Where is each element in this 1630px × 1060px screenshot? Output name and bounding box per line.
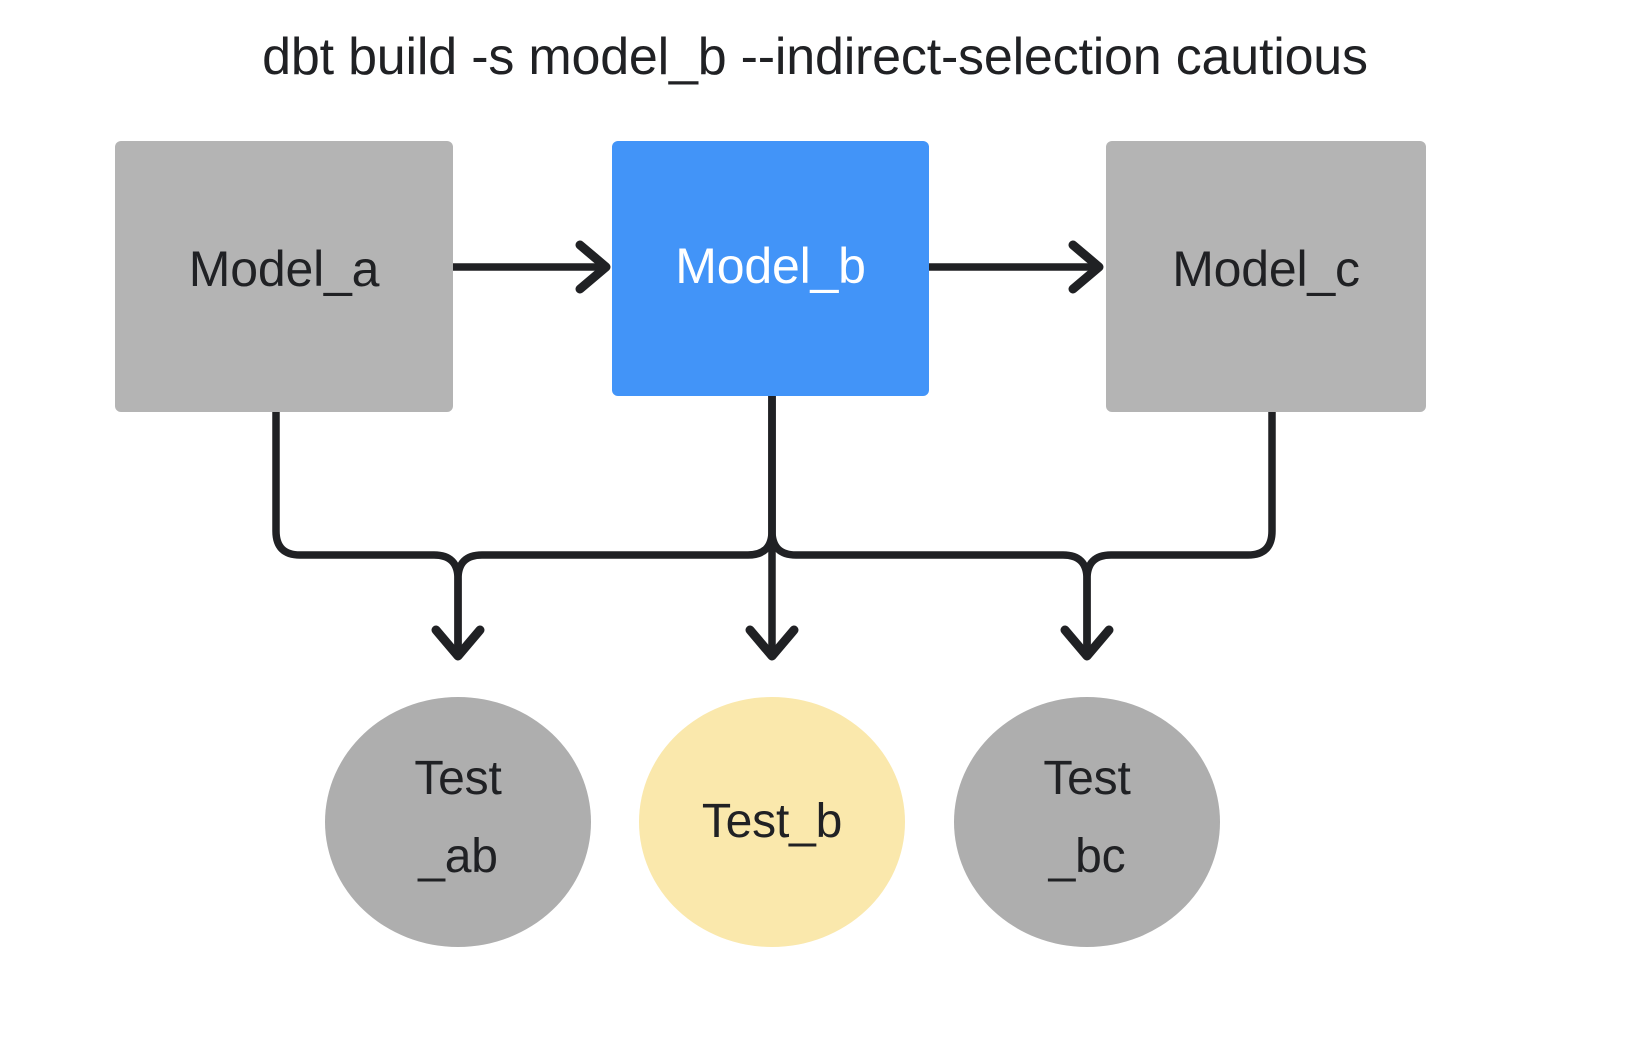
node-model-c[interactable]: Model_c	[1106, 141, 1426, 412]
edge-model-b-to-model-c	[929, 240, 1104, 294]
node-test-b-label: Test_b	[701, 795, 843, 848]
edge-line	[272, 412, 462, 652]
diagram-title: dbt build -s model_b --indirect-selectio…	[262, 28, 1368, 86]
arrowhead-down-icon	[431, 625, 485, 661]
edge-model-a-to-test-ab	[272, 412, 462, 652]
node-test-ab-label-line-1: Test	[414, 752, 502, 805]
edge-model-c-to-test-bc	[1083, 412, 1276, 652]
edge-model-a-to-model-b	[453, 240, 611, 294]
edge-model-b-to-test-b	[745, 396, 799, 661]
edge-line	[454, 396, 776, 652]
node-model-a[interactable]: Model_a	[115, 141, 453, 412]
node-test-bc[interactable]: Test _bc	[954, 697, 1220, 947]
node-test-bc-label-line-1: Test	[1043, 752, 1131, 805]
node-model-b-label: Model_b	[675, 237, 866, 294]
arrowhead-down-icon	[745, 625, 799, 661]
arrowhead-right-icon	[575, 240, 611, 294]
node-test-bc-label-line-2: _bc	[1048, 830, 1126, 883]
node-model-c-label: Model_c	[1172, 240, 1360, 297]
edge-line	[768, 396, 1091, 652]
node-test-ab[interactable]: Test _ab	[325, 697, 591, 947]
node-test-b[interactable]: Test_b	[639, 697, 905, 947]
node-model-b[interactable]: Model_b	[612, 141, 929, 396]
edge-model-b-to-test-ab	[431, 396, 776, 661]
node-model-a-label: Model_a	[188, 240, 380, 297]
node-test-ab-label-line-2: _ab	[418, 830, 498, 883]
edge-line	[1083, 412, 1276, 652]
arrowhead-right-icon	[1068, 240, 1104, 294]
arrowhead-down-icon	[1060, 625, 1114, 661]
edge-model-b-to-test-bc	[768, 396, 1114, 661]
